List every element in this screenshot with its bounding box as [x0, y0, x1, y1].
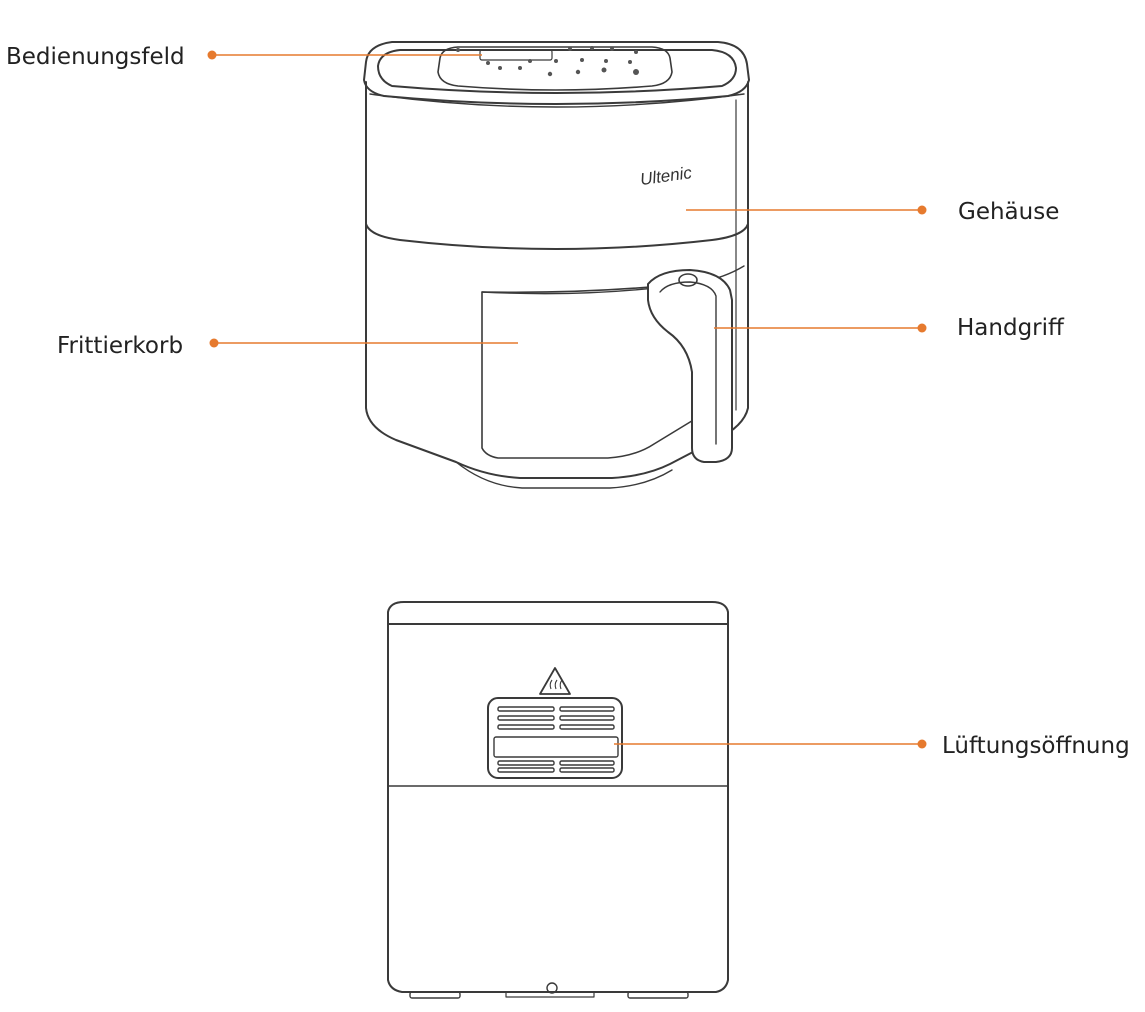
handle-button [678, 273, 698, 287]
air-fryer-front-view [363, 41, 750, 489]
control-buttons [456, 46, 639, 77]
callout-dot-housing [917, 205, 927, 215]
basket-front-panel [481, 281, 701, 459]
control-panel-display [479, 49, 553, 61]
control-panel [437, 46, 673, 91]
callout-dot-vent [917, 739, 927, 749]
hot-surface-waves [549, 679, 563, 690]
lid-inner-rim [377, 49, 737, 94]
label-control-panel: Bedienungsfeld [6, 44, 185, 70]
label-basket: Frittierkorb [57, 333, 184, 359]
vent-frame [487, 697, 623, 779]
housing-top-edge [369, 93, 745, 108]
vent-slats [493, 706, 619, 773]
lid-outer [363, 41, 750, 105]
rear-foot-left [409, 991, 461, 999]
callouts [207, 50, 927, 749]
rear-top-rim [387, 601, 729, 625]
hot-surface-warning-icon [539, 667, 571, 695]
base-line [455, 461, 673, 489]
rear-foot-right [627, 991, 689, 999]
label-vent: Lüftungsöffnung [942, 733, 1130, 759]
air-fryer-rear-view [387, 601, 729, 999]
label-housing: Gehäuse [958, 199, 1060, 225]
callout-dot-basket [209, 338, 219, 348]
brand-logo: Ultenic [639, 163, 694, 189]
callout-dot-control-panel [207, 50, 217, 60]
handle-inner [659, 281, 717, 445]
label-handle: Handgriff [957, 315, 1064, 341]
housing-upper [365, 81, 749, 250]
handle [647, 269, 733, 463]
rear-body [387, 624, 729, 993]
rear-screw [546, 982, 558, 994]
callout-dot-handle [917, 323, 927, 333]
